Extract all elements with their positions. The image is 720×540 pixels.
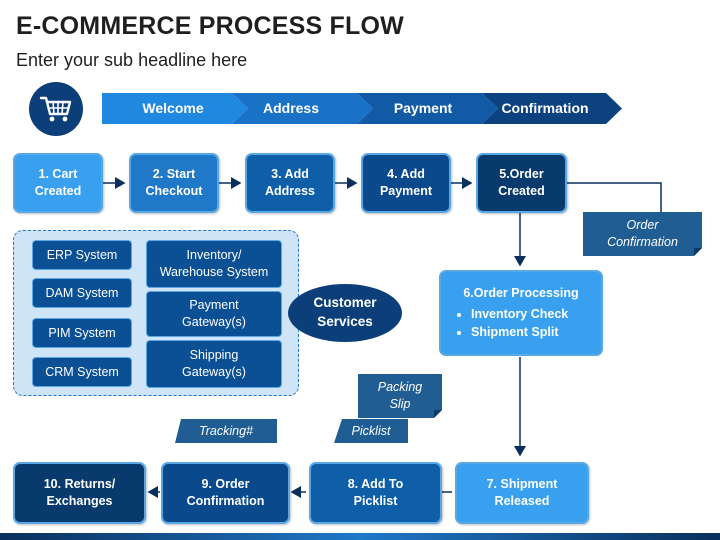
system-shipping-gateway: Shipping Gateway(s)	[146, 340, 282, 388]
step-1-cart-created: 1. Cart Created	[13, 153, 103, 213]
system-payment-gateway: Payment Gateway(s)	[146, 291, 282, 337]
step-2-label: 2. Start Checkout	[145, 167, 203, 198]
step-8-label: 8. Add To Picklist	[347, 477, 404, 508]
customer-services-label: Customer Services	[313, 295, 377, 329]
bullet-shipment-split: Shipment Split	[471, 324, 601, 342]
shopping-cart-icon	[39, 96, 72, 122]
tag-order-confirmation-label: Order Confirmation	[607, 218, 678, 249]
step-5-order-created: 5.Order Created	[476, 153, 567, 213]
tag-packing-slip-label: Packing Slip	[377, 380, 423, 411]
step-6-label: 6.Order Processing	[463, 286, 579, 300]
step-4-add-payment: 4. Add Payment	[361, 153, 451, 213]
system-pim: PIM System	[32, 318, 132, 348]
page-subtitle: Enter your sub headline here	[16, 50, 248, 70]
tag-picklist-label: Picklist	[351, 424, 391, 438]
step-10-label: 10. Returns/ Exchanges	[43, 477, 116, 508]
tag-packing-slip: Packing Slip	[358, 374, 442, 418]
page-title: E-COMMERCE PROCESS FLOW	[16, 12, 404, 40]
step-7-label: 7. Shipment Released	[486, 477, 558, 508]
step-3-add-address: 3. Add Address	[245, 153, 335, 213]
step-3-label: 3. Add Address	[264, 167, 316, 198]
step-9-order-confirmation: 9. Order Confirmation	[161, 462, 290, 524]
tag-picklist: Picklist	[334, 419, 408, 443]
stage-confirmation: Confirmation	[501, 100, 589, 116]
step-10-returns-exchanges: 10. Returns/ Exchanges	[13, 462, 146, 524]
customer-services: Customer Services	[288, 284, 402, 342]
cart-badge	[29, 82, 83, 136]
step-9-label: 9. Order Confirmation	[186, 477, 265, 508]
system-erp: ERP System	[32, 240, 132, 270]
system-dam: DAM System	[32, 278, 132, 308]
processing-bullets: Inventory Check Shipment Split	[441, 306, 601, 341]
stage-address: Address	[262, 100, 320, 116]
system-crm: CRM System	[32, 357, 132, 387]
tag-order-confirmation: Order Confirmation	[583, 212, 702, 256]
stage-chevron-bar	[102, 93, 622, 124]
step-6-order-processing: 6.Order Processing Inventory Check Shipm…	[439, 270, 603, 356]
step-4-label: 4. Add Payment	[379, 167, 433, 198]
system-inventory-warehouse: Inventory/ Warehouse System	[146, 240, 282, 288]
step-1-label: 1. Cart Created	[34, 167, 82, 198]
tag-tracking: Tracking#	[175, 419, 277, 443]
step-5-label: 5.Order Created	[498, 167, 545, 198]
bullet-inventory-check: Inventory Check	[471, 306, 601, 324]
stage-welcome: Welcome	[142, 100, 204, 116]
connector-5-order-confirmation	[567, 182, 662, 212]
tag-tracking-label: Tracking#	[199, 424, 253, 438]
step-8-add-to-picklist: 8. Add To Picklist	[309, 462, 442, 524]
footer-accent-bar	[0, 533, 720, 540]
step-2-start-checkout: 2. Start Checkout	[129, 153, 219, 213]
stage-payment: Payment	[393, 100, 453, 116]
step-7-shipment-released: 7. Shipment Released	[455, 462, 589, 524]
